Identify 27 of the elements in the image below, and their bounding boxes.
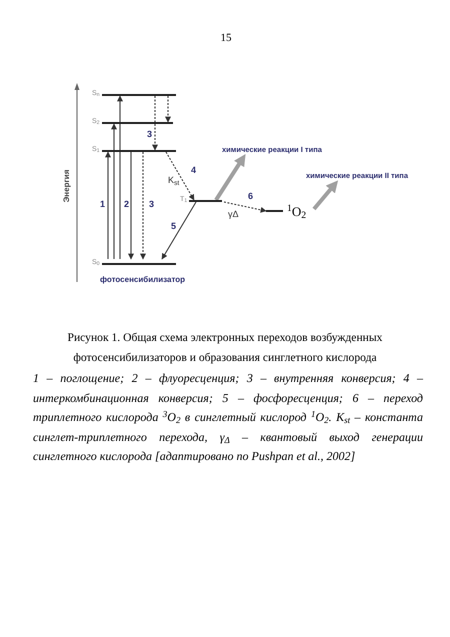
edge-label: 4 <box>190 166 198 175</box>
edge-label: 2 <box>123 200 130 209</box>
arrow <box>312 180 338 210</box>
arrow <box>152 96 158 151</box>
label: Энергия <box>61 168 72 204</box>
legend-text: 1 – поглощение; 2 – флуоресценция; 3 – внутренняя конверсия; 4 – интеркомбинационная конверсия; 5 – фосфоресценция; 6 – переход триплетного кислорода $^{3}$O$_{2}$ в синглетный кислород $^{1}$O$_{2}$. K$_{st}$ – константа синглет-триплетного перехода, γ$_{Δ}$ – квантовый выход генерации синглетного кислорода [адаптировано по Pushpan et al., 2002] <box>33 370 423 465</box>
arrow <box>117 95 123 260</box>
label: γΔ <box>228 208 239 221</box>
arrow <box>214 154 246 202</box>
label: фотосенсибилизатор <box>100 274 186 286</box>
arrow <box>140 152 146 260</box>
arrow <box>128 152 134 260</box>
arrow <box>165 96 171 123</box>
label: K$_{st}$ <box>168 174 180 188</box>
arrow <box>166 152 194 201</box>
page-number: 15 <box>220 31 232 46</box>
arrow <box>105 151 111 260</box>
edge-label: 1 <box>99 200 106 209</box>
figure-caption: Рисунок 1. Общая схема электронных переходов возбужденных фотосенсибилизаторов и образования синглетного кислорода <box>66 330 384 366</box>
level-label: $^{1}$O$_{2}$ <box>287 204 306 218</box>
arrow <box>111 123 117 260</box>
edge-label: 3 <box>148 200 156 209</box>
arrow <box>224 202 267 213</box>
edge-label: 5 <box>170 222 178 231</box>
edge-label: 6 <box>247 192 254 201</box>
edge-label: 3 <box>146 130 154 139</box>
arrow <box>162 202 196 260</box>
